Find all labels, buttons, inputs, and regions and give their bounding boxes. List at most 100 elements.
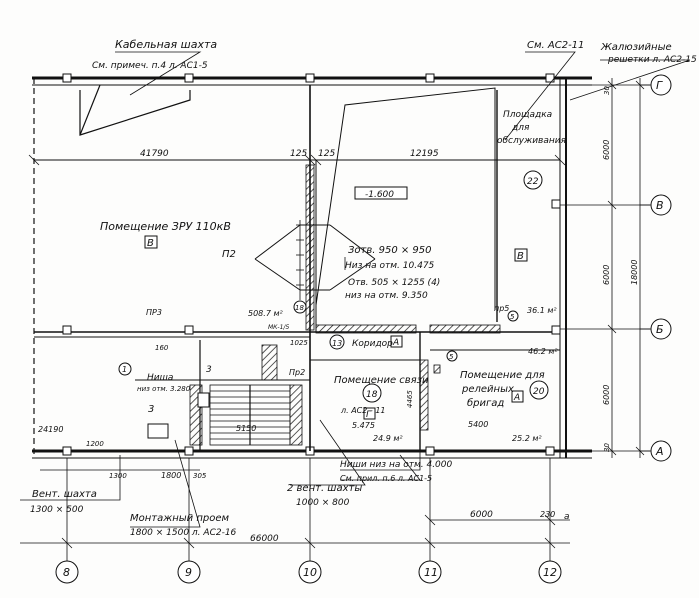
- dim-24190: 24190: [38, 425, 63, 434]
- room-comm: Помещение связи: [334, 375, 429, 386]
- label-service-1: Площадка: [503, 110, 552, 120]
- axis-label-8: 8: [63, 566, 70, 579]
- level-1600: -1.600: [365, 190, 394, 200]
- room-no-3: 3: [148, 404, 154, 415]
- label-pr2: Пр2: [289, 368, 305, 377]
- dim-6000-v3: 6000: [602, 385, 611, 405]
- dim-1200: 1200: [86, 440, 104, 448]
- label-louver-ref: решетки л. АС2-15: [607, 55, 697, 65]
- area-249: 24.9 м²: [373, 434, 403, 443]
- opening-2-level: низ на отм. 9.350: [345, 291, 428, 301]
- axis-label-9: 9: [185, 566, 192, 579]
- label-niche-level: низ отм. 3.280: [137, 385, 191, 393]
- right-dimension-lines: [560, 78, 650, 458]
- axis-label-v: В: [656, 199, 664, 212]
- room-no-13: 13: [332, 339, 342, 348]
- dim-12195: 12195: [410, 149, 439, 159]
- room-brig-1: Помещение для: [460, 370, 545, 381]
- room-no-22: 22: [527, 177, 539, 187]
- room-no-20: 20: [533, 387, 545, 397]
- text-labels: Кабельная шахта См. примеч. п.4 л. АС1-5…: [30, 38, 697, 579]
- top-dimension-lines: [28, 154, 566, 166]
- label-mount-size: 1800 × 1500 л. АС2-16: [130, 528, 237, 538]
- label-cable-shaft: Кабельная шахта: [115, 38, 217, 51]
- axis-label-a: А: [655, 445, 664, 458]
- dim-66000: 66000: [250, 534, 279, 544]
- dim-6000-v2: 6000: [602, 265, 611, 285]
- label-vent-shaft: Вент. шахта: [32, 489, 97, 500]
- vertical-dim-chain: [296, 220, 304, 300]
- axis-label-11: 11: [424, 566, 438, 579]
- staircase: [209, 384, 291, 446]
- room-brig-2: релейных: [461, 384, 514, 395]
- dim-6000-v1: 6000: [602, 140, 611, 160]
- axis-label-10: 10: [303, 566, 317, 579]
- opening-1-level: Низ на отм. 10.475: [345, 261, 435, 271]
- label-cable-shaft-ref: См. примеч. п.4 л. АС1-5: [92, 61, 208, 71]
- room-no-18: 18: [366, 390, 378, 400]
- cable-shaft-shape: [79, 84, 191, 136]
- leader-lines: [20, 51, 691, 528]
- room-no-1: 1: [122, 365, 127, 374]
- dim-230: 230: [540, 510, 555, 519]
- cat-b1: В: [147, 238, 154, 249]
- label-two-vent: 2 вент. шахты: [287, 483, 362, 494]
- dim-6000: 6000: [470, 510, 493, 520]
- room-number-circles: [118, 170, 549, 403]
- dim-1800: 1800: [161, 471, 181, 480]
- axis-bubbles: [55, 74, 672, 584]
- area-462: 46.2 м²: [528, 347, 558, 356]
- room-no-3b: 3: [206, 365, 212, 375]
- label-niche2-ref: См. прил. п.6 л. АС1-5: [340, 474, 432, 483]
- cat-a1: А: [392, 338, 399, 348]
- opening-diagonals: [254, 87, 496, 310]
- axis-label-12: 12: [543, 566, 557, 579]
- room-comm-ref: л. АС2 - 11: [340, 406, 386, 415]
- cat-b2: В: [517, 251, 524, 262]
- label-service-2: для: [511, 123, 530, 133]
- dim-1025: 1025: [290, 339, 308, 347]
- dim-18000: 18000: [630, 260, 639, 285]
- label-vent-size: 1300 × 500: [30, 505, 84, 515]
- label-p2: П2: [222, 249, 236, 260]
- room-no-18b: 18: [295, 304, 304, 312]
- room-no-5b: 5: [510, 313, 515, 321]
- dim-125b: 125: [318, 149, 335, 159]
- dim-5400: 5400: [468, 420, 488, 429]
- dim-1300: 1300: [109, 472, 127, 480]
- bottom-dimension-lines: [20, 458, 570, 550]
- category-boxes: [144, 186, 528, 439]
- area-252: 25.2 м²: [512, 434, 542, 443]
- label-mount-opening: Монтажный проем: [130, 513, 230, 524]
- label-corridor: Коридор: [352, 339, 393, 349]
- dim-305: 305: [193, 472, 207, 480]
- hatched-walls: [189, 164, 501, 446]
- dim-5150: 5150: [236, 424, 256, 433]
- room-comm-cat: Г: [366, 410, 372, 420]
- label-ref-top: См. АС2-11: [527, 40, 584, 51]
- dim-30b: 30: [603, 443, 611, 452]
- opening-1: Зотв. 950 × 950: [348, 245, 432, 256]
- axis-label-g: Г: [656, 79, 663, 92]
- area-361: 36.1 м²: [527, 306, 557, 315]
- label-mk: МК-1/5: [268, 324, 289, 331]
- label-niche: Ниша: [147, 373, 173, 383]
- dim-41790: 41790: [140, 149, 169, 159]
- a-mark: а: [564, 512, 570, 522]
- label-niche2: Ниши низ на отм. 4.000: [340, 460, 453, 470]
- label-service-3: обслуживания: [497, 136, 567, 146]
- dim-125a: 125: [290, 149, 307, 159]
- area-508: 508.7 м²: [248, 309, 283, 318]
- room-brig-cat: А: [513, 393, 520, 403]
- room-zru: Помещение ЗРУ 110кВ: [100, 220, 231, 233]
- label-two-vent-size: 1000 × 800: [296, 498, 350, 508]
- opening-2: Отв. 505 × 1255 (4): [348, 278, 440, 288]
- room-brig-3: бригад: [467, 397, 504, 409]
- axis-bubble-leaders: [66, 84, 651, 561]
- dim-160: 160: [155, 344, 169, 352]
- axis-label-b: Б: [656, 323, 664, 336]
- label-pr3: ПР3: [146, 308, 162, 317]
- label-louver: Жалюзийные: [600, 42, 672, 53]
